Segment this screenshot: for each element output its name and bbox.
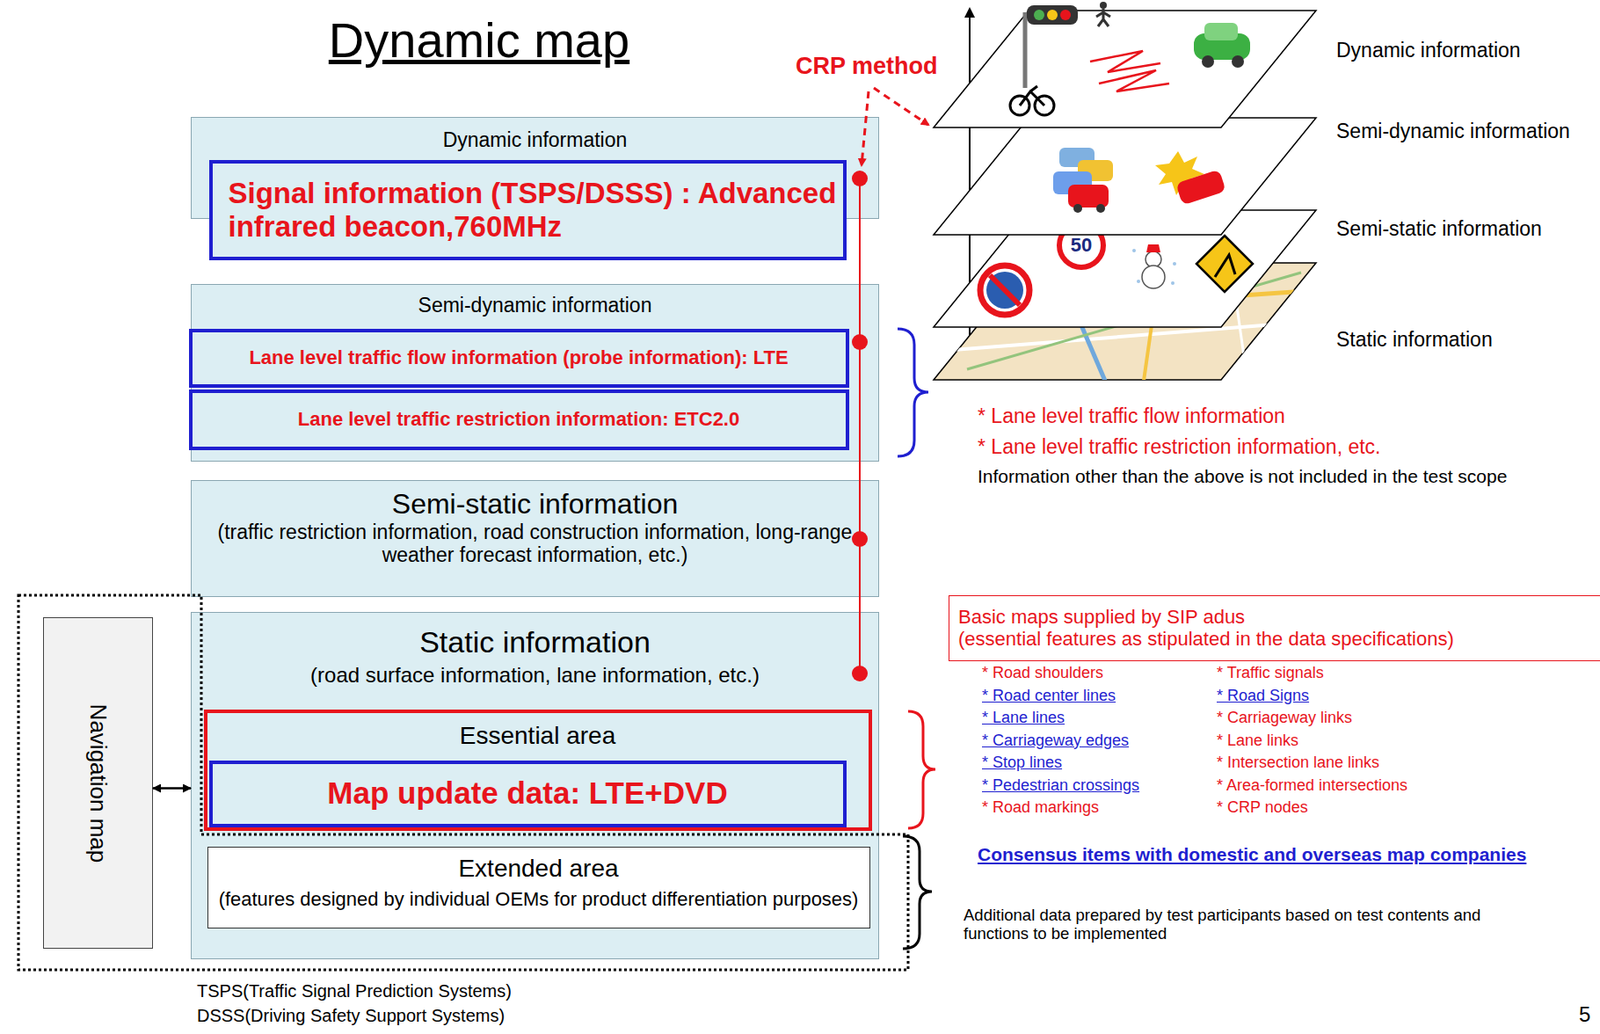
node-heading: Map update data: LTE+DVD xyxy=(218,775,838,811)
channel-box: Lane level traffic flow information (pro… xyxy=(189,328,850,388)
layer-panel: Dynamic informationSignal information (T… xyxy=(190,116,880,219)
crp-arrow xyxy=(861,91,869,166)
footnote: TSPS(Traffic Signal Prediction Systems) xyxy=(196,981,512,1002)
feature-item: * Lane lines xyxy=(981,708,1065,728)
node-heading: Semi-dynamic information xyxy=(196,293,873,317)
note-line: Information other than the above is not … xyxy=(977,465,1507,488)
feature-item: * Area-formed intersections xyxy=(1216,776,1408,795)
node-heading: Semi-static information xyxy=(196,487,873,521)
navigation-box: Navigation map xyxy=(43,617,153,949)
semi-static-icons xyxy=(980,223,1253,315)
feature-item: * Lane links xyxy=(1216,731,1299,750)
area-box: Essential areaMap update data: LTE+DVD xyxy=(203,709,873,831)
sign-number: 50 xyxy=(1059,233,1104,256)
node-body: (road surface information, lane informat… xyxy=(196,662,873,688)
feature-item: * Road shoulders xyxy=(981,663,1104,683)
node-heading: Signal information (TSPS/DSSS) : Advance… xyxy=(228,176,838,244)
connector xyxy=(152,786,191,790)
footnote: DSSS(Driving Safety Support Systems) xyxy=(196,1005,505,1026)
node-heading: Static information xyxy=(196,625,873,660)
diagram-title: Dynamic map xyxy=(254,12,704,69)
layer-panel: Static information(road surface informat… xyxy=(190,611,880,960)
crp-line xyxy=(858,178,861,674)
node-heading: Extended area xyxy=(213,854,865,883)
node-body: (features designed by individual OEMs fo… xyxy=(213,887,865,910)
node-heading: Dynamic information xyxy=(196,128,873,152)
page-number: 5 xyxy=(1578,1002,1591,1027)
feature-item: * Road center lines xyxy=(981,686,1116,706)
bracket xyxy=(902,836,932,949)
feature-item: * Intersection lane links xyxy=(1216,753,1380,772)
feature-item: * CRP nodes xyxy=(1216,798,1309,817)
node-heading: Lane level traffic flow information (pro… xyxy=(197,346,841,369)
area-box: Extended area (features designed by indiv… xyxy=(207,846,871,929)
note-line: * Lane level traffic flow information xyxy=(977,404,1286,428)
layer-label: Dynamic information xyxy=(1336,38,1521,62)
feature-item: * Road markings xyxy=(981,798,1099,817)
semi-dynamic-plane xyxy=(933,117,1317,235)
feature-item: * Traffic signals xyxy=(1216,663,1324,683)
layer-label: Static information xyxy=(1336,327,1493,351)
consensus-link: Consensus items with domestic and overse… xyxy=(977,843,1527,866)
layer-panel: Semi-static information(traffic restrict… xyxy=(190,480,880,597)
crp-arrow xyxy=(873,87,929,125)
channel-box: Lane level traffic restriction informati… xyxy=(189,389,850,451)
node-body: (essential features as stipulated in the… xyxy=(958,627,1598,650)
feature-item: * Road Signs xyxy=(1216,686,1310,706)
channel-box: Map update data: LTE+DVD xyxy=(209,760,847,828)
feature-item: * Carriageway edges xyxy=(981,731,1129,750)
callout-label: CRP method xyxy=(795,52,939,80)
dotted-outline xyxy=(18,595,909,970)
feature-item: * Pedestrian crossings xyxy=(981,776,1140,795)
note-text: Additional data prepared by test partici… xyxy=(963,905,1527,944)
node-heading: Essential area xyxy=(212,721,864,750)
node-heading: Basic maps supplied by SIP adus xyxy=(958,605,1598,628)
node-heading: Navigation map xyxy=(85,703,112,863)
layer-panel: Semi-dynamic informationLane level traff… xyxy=(190,283,880,462)
dynamic-icons xyxy=(1010,1,1251,116)
feature-item: * Carriageway links xyxy=(1216,708,1353,728)
channel-box: Signal information (TSPS/DSSS) : Advance… xyxy=(209,160,847,261)
dynamic-plane xyxy=(933,10,1317,128)
node-heading: Lane level traffic restriction informati… xyxy=(197,407,841,430)
feature-item: * Stop lines xyxy=(981,753,1062,772)
bracket xyxy=(897,328,929,457)
bracket xyxy=(908,711,936,829)
crp-dots xyxy=(851,170,868,682)
semi-dynamic-icons xyxy=(1053,147,1227,213)
layer-label: Semi-dynamic information xyxy=(1336,119,1571,143)
note-line: * Lane level traffic restriction informa… xyxy=(977,435,1382,459)
node-body: (traffic restriction information, road c… xyxy=(196,520,873,568)
note-box: Basic maps supplied by SIP adus(essentia… xyxy=(948,595,1600,662)
layer-label: Semi-static information xyxy=(1336,217,1542,240)
